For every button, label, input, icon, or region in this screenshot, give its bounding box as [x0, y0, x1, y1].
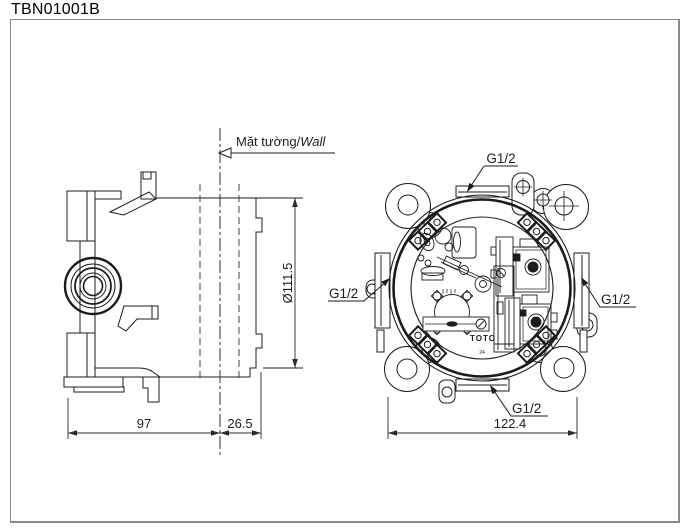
stub-top-right — [511, 172, 535, 216]
front-view-dimension — [387, 397, 578, 439]
port-tab-right — [573, 252, 590, 353]
port-bottom-text: G1/2 — [512, 401, 541, 416]
stub-bottom-left — [438, 379, 456, 404]
drawing-border-frame — [10, 19, 680, 523]
rim-pad-strips — [407, 211, 557, 365]
mech-lower-right — [504, 294, 558, 350]
wall-label-text: Mặt tường/Wall — [236, 134, 326, 149]
pad-strip-nw — [407, 211, 448, 252]
top-hook-notch — [142, 171, 152, 180]
bottom-ledge — [95, 367, 161, 378]
port-left-text: G1/2 — [329, 286, 358, 301]
side-view — [63, 171, 303, 403]
port-label-right: G1/2 — [581, 277, 636, 308]
width-arrows — [388, 430, 577, 436]
mounting-ears — [384, 183, 589, 392]
port-right-text: G1/2 — [601, 292, 630, 307]
port-label-left: G1/2 — [328, 278, 390, 302]
port-label-top: G1/2 — [467, 151, 518, 192]
pad-strip-ne — [516, 211, 557, 252]
dimension-diameter: Ø111.5 — [280, 263, 295, 304]
bottom-tab — [142, 377, 160, 403]
port-top-text: G1/2 — [486, 151, 515, 166]
part-number-title: TBN01001B — [11, 1, 100, 18]
foot-plate — [63, 376, 124, 388]
side-port-circles — [63, 256, 123, 316]
middle-clip — [117, 305, 159, 332]
dimension-width: 122.4 — [494, 416, 527, 431]
mech-upper-left — [417, 226, 503, 288]
port-tab-left — [374, 252, 391, 353]
tiny-marks — [442, 289, 456, 294]
mounting-ear-ne — [530, 184, 589, 230]
dimension-wall-offset: 26.5 — [227, 416, 252, 431]
toto-logo: TOTO — [470, 334, 496, 343]
mech-center-column — [493, 265, 515, 353]
internal-mechanism — [417, 226, 558, 353]
logo-mark: 24 — [479, 350, 485, 356]
top-lip — [88, 190, 122, 200]
port-label-bottom: G1/2 — [490, 385, 548, 417]
wall-arrow-icon — [217, 147, 232, 159]
diameter-arrows — [292, 198, 298, 368]
side-view-dimensions — [67, 198, 298, 439]
top-hook-wedge — [108, 191, 157, 216]
pad-strip-sw — [407, 324, 448, 365]
port-labels: G1/2 G1/2 G1/2 G1/2 — [328, 151, 636, 417]
port-tab-top — [455, 185, 510, 198]
foot-plate-lower — [73, 386, 125, 393]
mech-center-pivot — [474, 275, 492, 293]
pad-strip-se — [516, 324, 557, 365]
port-tab-bottom — [455, 378, 510, 392]
collar-right-profile — [249, 198, 263, 377]
dim-arrows — [68, 430, 261, 436]
connection-tabs — [374, 185, 590, 392]
mech-upper-right — [490, 236, 550, 297]
front-view — [365, 172, 598, 404]
dimension-depth: 97 — [137, 416, 151, 431]
wall-label: Mặt tường/Wall — [217, 134, 335, 159]
valve-body-circles — [388, 194, 576, 382]
bracket-bottom-left — [66, 332, 96, 378]
bracket-top-left — [66, 190, 96, 242]
mech-lower-left — [422, 289, 490, 336]
